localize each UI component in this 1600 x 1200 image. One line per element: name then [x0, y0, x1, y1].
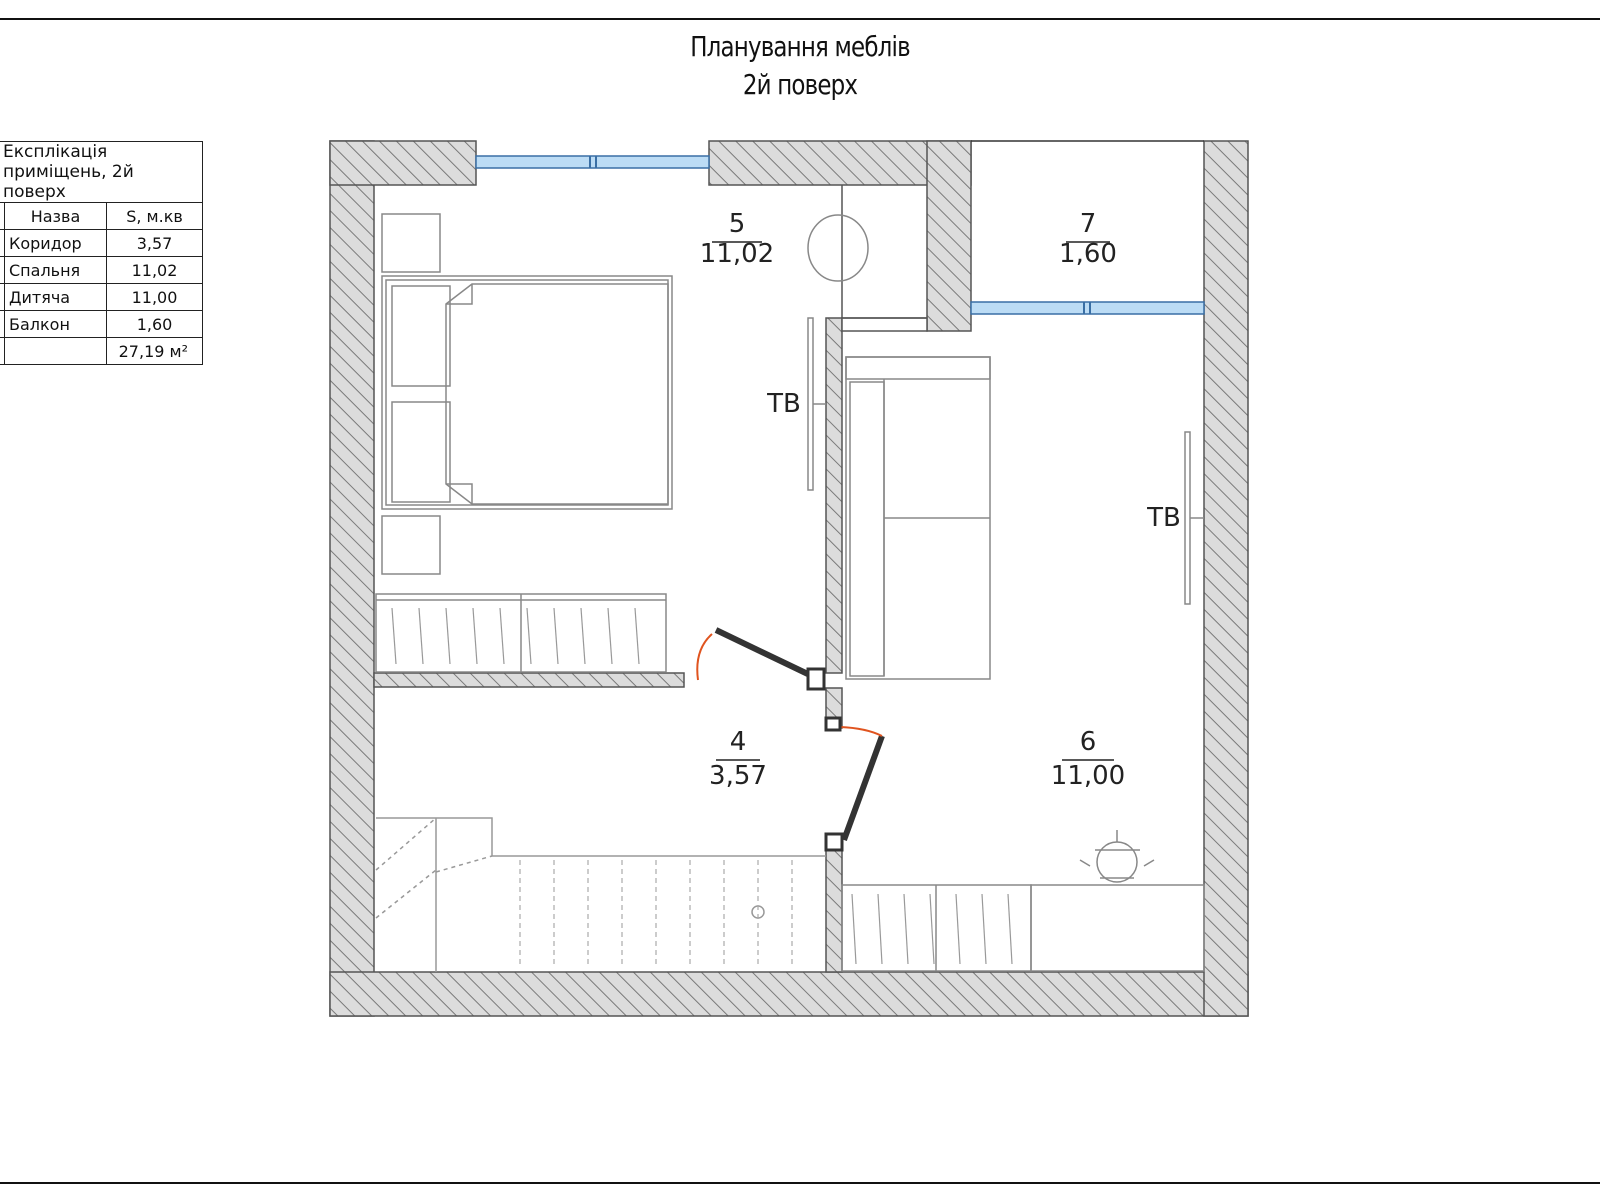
legend-caption-row: Експлікація приміщень, 2й поверх	[0, 141, 203, 203]
wall-right	[1203, 140, 1249, 1017]
bed	[381, 275, 673, 510]
room-area-7: 1,60	[1059, 239, 1117, 269]
room-number-5: 5	[729, 209, 746, 239]
hatch-line	[553, 607, 559, 665]
door-bedroom	[714, 627, 814, 679]
hatch-line	[929, 893, 935, 965]
pillow-top	[391, 285, 451, 387]
legend-row: Дитяча 11,00	[0, 283, 203, 311]
bedroom-furniture	[375, 213, 869, 673]
legend-col-name: Назва	[4, 202, 107, 230]
room-number-6: 6	[1080, 727, 1097, 757]
nursery-furniture	[841, 356, 1205, 972]
legend-row-name: Дитяча	[4, 283, 107, 311]
wall-top-left	[329, 140, 477, 186]
legend-row: Коридор 3,57	[0, 229, 203, 257]
wardrobe-bedroom	[375, 593, 667, 673]
nightstand-bottom	[381, 515, 441, 575]
room-number-7: 7	[1080, 209, 1097, 239]
hatch-line	[445, 607, 451, 665]
wall-bottom	[329, 971, 1249, 1017]
hatch-line	[526, 607, 532, 665]
hatch-line	[981, 893, 987, 965]
wardrobe-bedroom-hangers	[391, 607, 640, 665]
hatch-line	[607, 607, 613, 665]
legend-col-area: S, м.кв	[106, 202, 203, 230]
hatch-line	[391, 607, 397, 665]
partitions	[373, 317, 928, 973]
desk-chair	[1096, 841, 1138, 883]
legend-row-area: 1,60	[106, 310, 203, 338]
hatch-line	[903, 893, 909, 965]
hatch-line	[1007, 893, 1013, 965]
hatch-line	[955, 893, 961, 965]
hatch-line	[634, 607, 640, 665]
legend-row-area: 3,57	[106, 229, 203, 257]
room-labels: 5 11,02 7 1,60 4 3,57 6 11,00 ТВ ТВ	[700, 209, 1181, 791]
door-nursery	[841, 734, 885, 842]
room-number-4: 4	[730, 727, 747, 757]
door-nursery-swing	[839, 726, 883, 737]
legend-row: Спальня 11,02	[0, 256, 203, 284]
nightstand-top	[381, 213, 441, 273]
title-line-1: Планування меблів	[690, 30, 910, 63]
tv-bedroom	[807, 317, 814, 491]
doors	[696, 627, 885, 852]
pillow-bottom	[391, 401, 451, 503]
windows	[475, 155, 1205, 315]
window-bedroom	[475, 155, 710, 169]
tv-units	[807, 317, 1204, 605]
window-nursery	[970, 301, 1205, 315]
legend-row-name: Балкон	[4, 310, 107, 338]
hatch-line	[472, 607, 478, 665]
stair-steps	[519, 860, 793, 968]
door-bedroom-swing	[696, 633, 713, 681]
legend-caption: Експлікація приміщень, 2й поверх	[0, 141, 203, 203]
desk	[1030, 884, 1205, 972]
legend-header-row: Назва S, м.кв	[0, 202, 203, 230]
tv-label-bedroom: ТВ	[766, 389, 801, 419]
legend-row: Балкон 1,60	[0, 310, 203, 338]
bottom-rule	[0, 1182, 1600, 1184]
room-area-4: 3,57	[709, 761, 767, 791]
top-rule	[0, 18, 1600, 20]
tv-label-nursery: ТВ	[1146, 503, 1181, 533]
hatch-line	[851, 893, 857, 965]
staircase	[375, 817, 826, 972]
hatch-line	[580, 607, 586, 665]
legend-row-name: Коридор	[4, 229, 107, 257]
tv-nursery	[1184, 431, 1191, 605]
title-line-2: 2й поверх	[742, 68, 858, 101]
bedroom-door-wing	[807, 214, 869, 282]
hatch-line	[877, 893, 883, 965]
room-legend-table: Експлікація приміщень, 2й поверх Назва S…	[0, 141, 203, 365]
wardrobe-nursery-hangers	[851, 893, 1013, 965]
legend-total: 27,19 м²	[106, 337, 203, 365]
walls	[329, 140, 1249, 1017]
wall-balcony-divider	[926, 140, 972, 332]
legend-row-area: 11,02	[106, 256, 203, 284]
room-area-6: 11,00	[1051, 761, 1125, 791]
hatch-line	[499, 607, 505, 665]
legend-total-row: 27,19 м²	[0, 337, 203, 365]
room-area-5: 11,02	[700, 239, 774, 269]
legend-row-area: 11,00	[106, 283, 203, 311]
wall-left	[329, 140, 375, 1017]
hatch-line	[418, 607, 424, 665]
